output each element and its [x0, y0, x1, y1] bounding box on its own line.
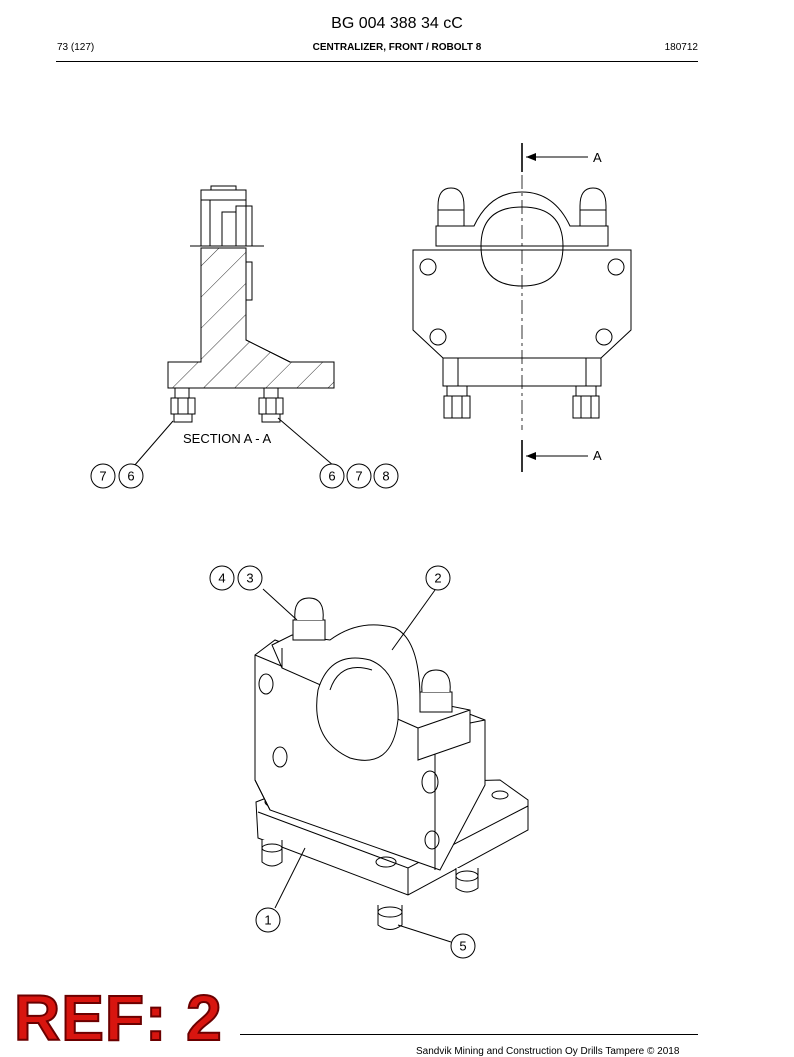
section-marker-top: A: [593, 150, 602, 165]
callout-number: 4: [218, 571, 225, 586]
section-label: SECTION A - A: [183, 431, 271, 446]
footer-copyright: Sandvik Mining and Construction Oy Drill…: [416, 1046, 680, 1057]
header-divider: [56, 61, 698, 62]
callout-group-left: 7 6: [90, 463, 144, 489]
callout-number: 5: [459, 939, 466, 954]
document-number: BG 004 388 34 cC: [331, 15, 463, 32]
callout-group-right: 6 7 8: [319, 463, 399, 489]
callout-number: 6: [328, 469, 335, 484]
isometric-view: [254, 588, 529, 943]
front-view: [412, 143, 632, 472]
callout-group-iso: 4 3 2 1 5: [209, 565, 476, 959]
footer-divider: [240, 1034, 698, 1035]
document-date: 180712: [664, 42, 698, 53]
callout-number: 6: [127, 469, 134, 484]
callout-number: 8: [382, 469, 389, 484]
reference-stamp: REF: 2: [13, 982, 223, 1054]
page-number: 73 (127): [57, 42, 95, 53]
callout-number: 7: [355, 469, 362, 484]
callout-number: 7: [99, 469, 106, 484]
section-view: [133, 185, 335, 467]
callout-number: 1: [264, 913, 271, 928]
callout-number: 3: [246, 571, 253, 586]
callout-number: 2: [434, 571, 441, 586]
page-title: CENTRALIZER, FRONT / ROBOLT 8: [312, 42, 482, 53]
section-marker-bottom: A: [593, 448, 602, 463]
